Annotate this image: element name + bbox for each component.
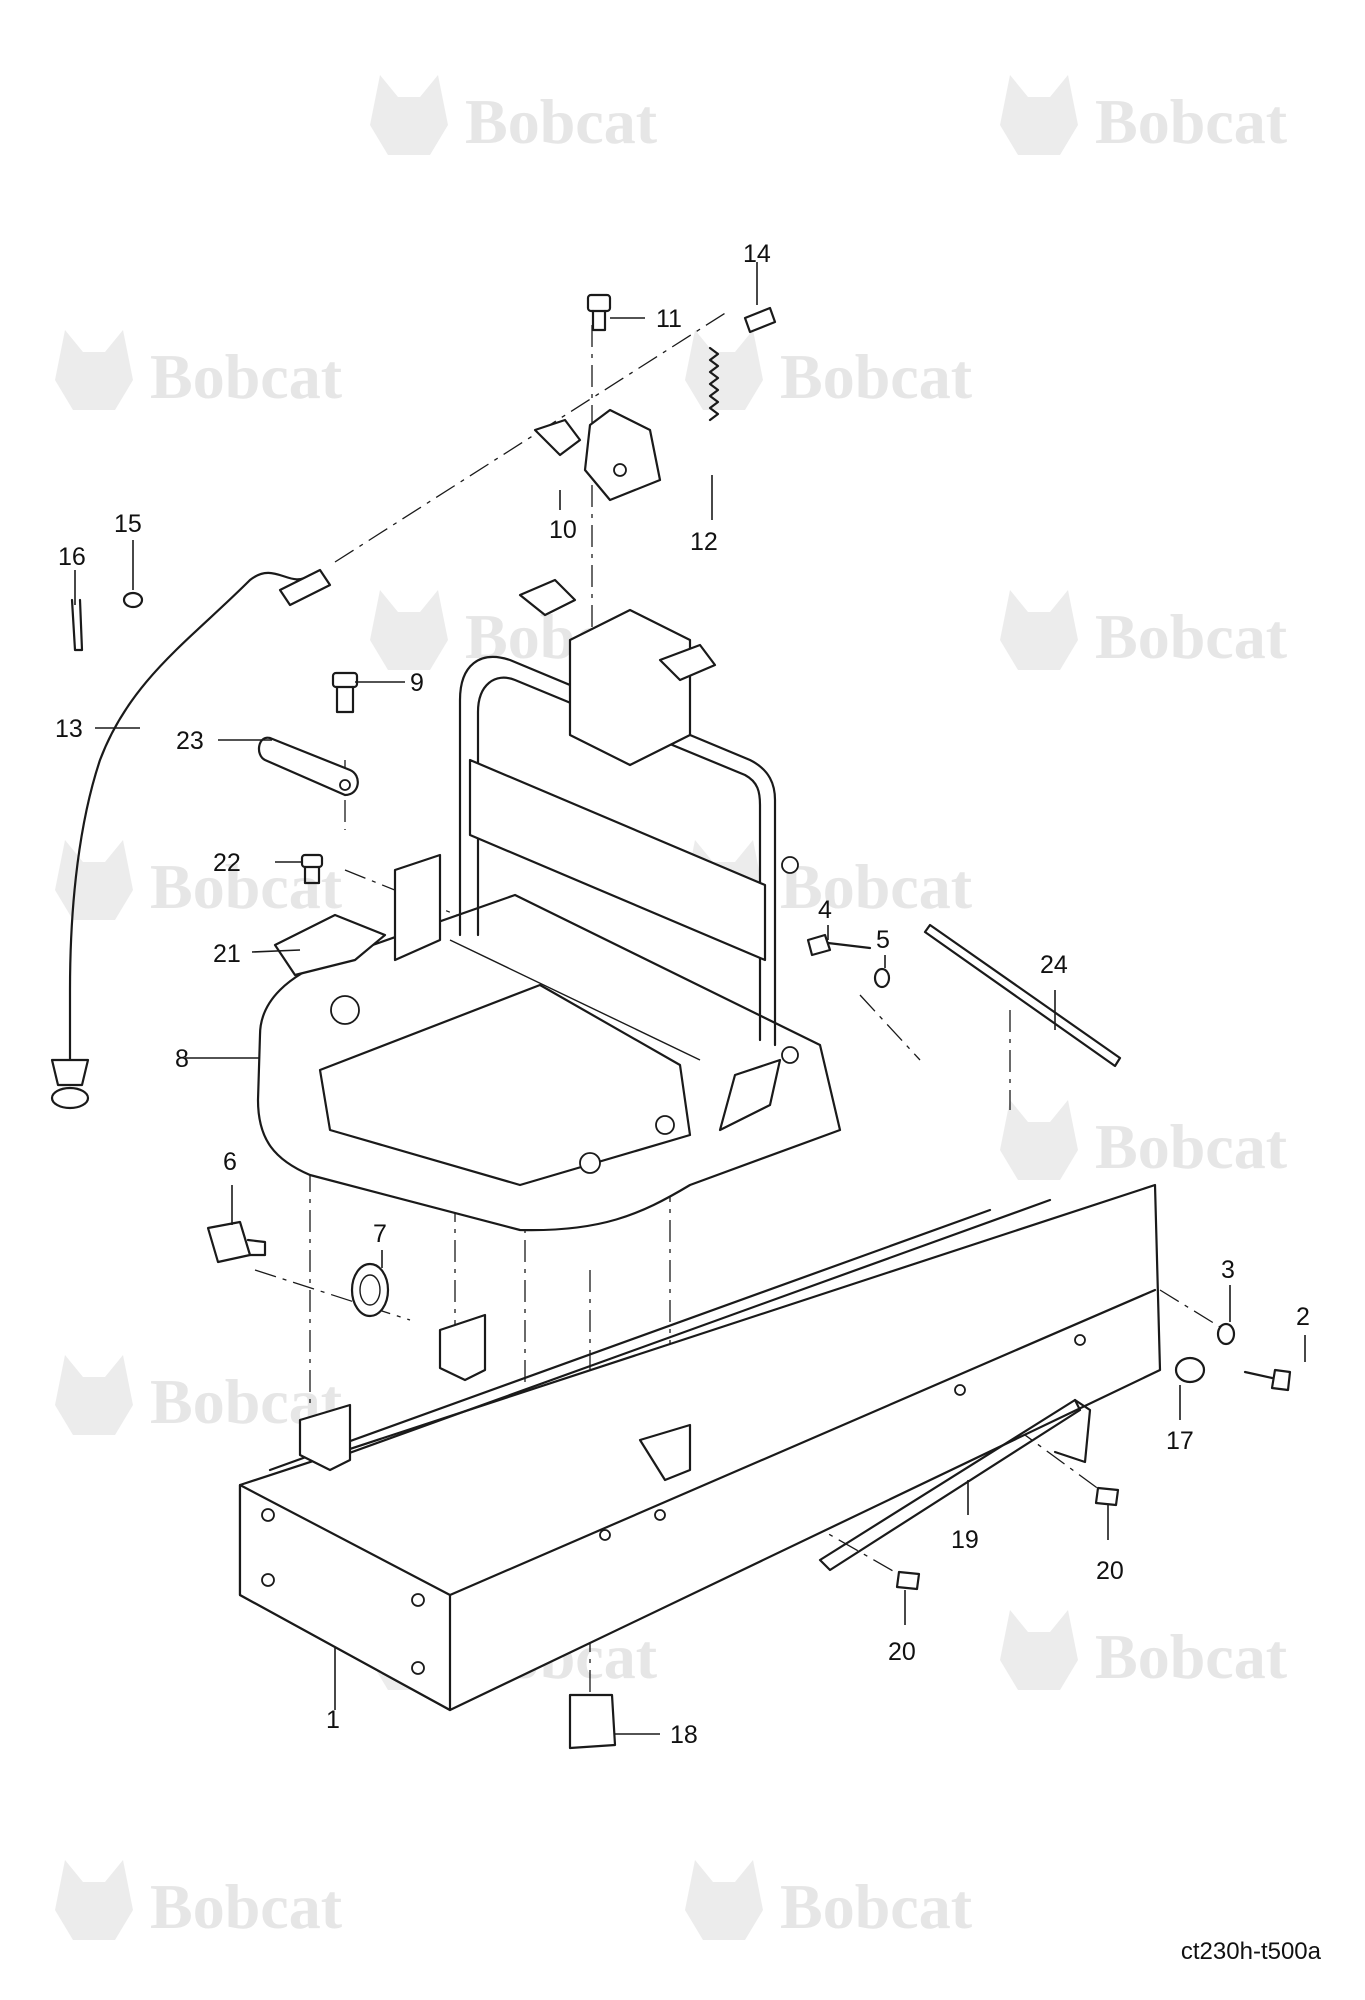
part-21-plate: [273, 913, 387, 977]
part-10-latch: [533, 408, 662, 502]
callout-16: 16: [58, 543, 86, 571]
callout-17: 17: [1166, 1427, 1194, 1455]
bobcat-logo-icon: [55, 1355, 133, 1435]
callout-5: 5: [876, 926, 890, 954]
callout-15: 15: [114, 510, 142, 538]
watermark-16: Bobcat: [685, 1860, 973, 1942]
part-18-pad: [568, 1693, 617, 1750]
watermark-2: Bobcat: [1000, 75, 1288, 157]
part-4-bolt: [806, 933, 872, 957]
part-20-bolt-upper: [1094, 1486, 1120, 1507]
callout-19: 19: [951, 1526, 979, 1554]
part-17-plug: [1174, 1356, 1206, 1384]
part-16-cotter-pin: [70, 598, 84, 652]
part-15-washer: [122, 591, 144, 609]
callout-20-upper: 20: [1096, 1557, 1124, 1585]
callout-4: 4: [818, 896, 832, 924]
watermark-3: Bobcat: [55, 330, 343, 412]
callout-11: 11: [656, 305, 682, 333]
watermark-text: Bobcat: [1095, 86, 1288, 157]
watermark-text: Bobcat: [780, 1871, 973, 1942]
callout-10: 10: [549, 516, 577, 544]
callout-3: 3: [1221, 1256, 1235, 1284]
callout-22: 22: [213, 849, 241, 877]
bobcat-logo-icon: [55, 330, 133, 410]
leader-lines: [74, 262, 1306, 1735]
drawing-code: ct230h-t500a: [1180, 1938, 1321, 1965]
bobcat-logo-icon: [1000, 1100, 1078, 1180]
callout-21: 21: [213, 940, 241, 968]
callout-1: 1: [326, 1706, 340, 1734]
callout-9: 9: [410, 669, 424, 697]
part-9-bolt: [331, 671, 359, 714]
watermark-text: Bobcat: [1095, 1111, 1288, 1182]
bobcat-logo-icon: [370, 590, 448, 670]
part-3-washer: [1216, 1322, 1236, 1346]
part-12-spring: [708, 346, 720, 422]
bobcat-logo-icon: [370, 75, 448, 155]
callout-7: 7: [373, 1220, 387, 1248]
watermark-14: Bobcat: [1000, 1610, 1288, 1692]
watermark-10: Bobcat: [1000, 1100, 1288, 1182]
part-19-rod: [818, 1398, 1092, 1572]
watermark-7: Bobcat: [55, 840, 343, 922]
callout-6: 6: [223, 1148, 237, 1176]
watermark-1: Bobcat: [370, 75, 658, 157]
bobcat-logo-icon: [1000, 75, 1078, 155]
bobcat-logo-icon: [1000, 590, 1078, 670]
watermark-text: Bobcat: [1095, 601, 1288, 672]
watermark-text: Bobcat: [465, 86, 658, 157]
callout-20-lower: 20: [888, 1638, 916, 1666]
callout-labels: 1 2 3 4 5 6 7 8 9 10 11 12 13 14 15 16 1…: [55, 240, 1310, 1749]
callout-13: 13: [55, 715, 83, 743]
seat-frame-hoop: [393, 578, 799, 1132]
part-6-plug: [206, 1220, 267, 1264]
callout-8: 8: [175, 1045, 189, 1073]
part-5-washer: [873, 967, 891, 989]
bobcat-logo-icon: [1000, 1610, 1078, 1690]
bobcat-logo-icon: [685, 1860, 763, 1940]
part-13-cable: [50, 568, 332, 1110]
watermark-4: Bobcat: [685, 330, 973, 412]
callout-2: 2: [1296, 1303, 1310, 1331]
part-11-bolt: [586, 293, 612, 332]
part-2-bolt: [1243, 1368, 1292, 1392]
part-23-strap: [257, 736, 359, 797]
callout-24: 24: [1040, 951, 1068, 979]
callout-14: 14: [743, 240, 771, 268]
part-8-floor-plate: [256, 893, 842, 1232]
part-20-bolt-lower: [895, 1570, 921, 1591]
watermark-text: Bobcat: [780, 851, 973, 922]
bobcat-logo-icon: [55, 840, 133, 920]
part-1-main-frame: [238, 1183, 1162, 1712]
callout-12: 12: [690, 528, 718, 556]
watermark-6: Bobcat: [1000, 590, 1288, 672]
watermark-15: Bobcat: [55, 1860, 343, 1942]
callout-18: 18: [670, 1721, 698, 1749]
watermark-text: Bobcat: [150, 341, 343, 412]
watermark-text: Bobcat: [1095, 1621, 1288, 1692]
part-14-pin: [743, 306, 777, 334]
part-22-bolt: [300, 853, 324, 885]
callout-23: 23: [176, 727, 204, 755]
watermark-text: Bobcat: [150, 1871, 343, 1942]
bobcat-logo-icon: [685, 330, 763, 410]
part-7-grommet: [350, 1262, 390, 1318]
bobcat-logo-icon: [55, 1860, 133, 1940]
watermark-text: Bobcat: [780, 341, 973, 412]
part-24-strip: [923, 923, 1122, 1068]
